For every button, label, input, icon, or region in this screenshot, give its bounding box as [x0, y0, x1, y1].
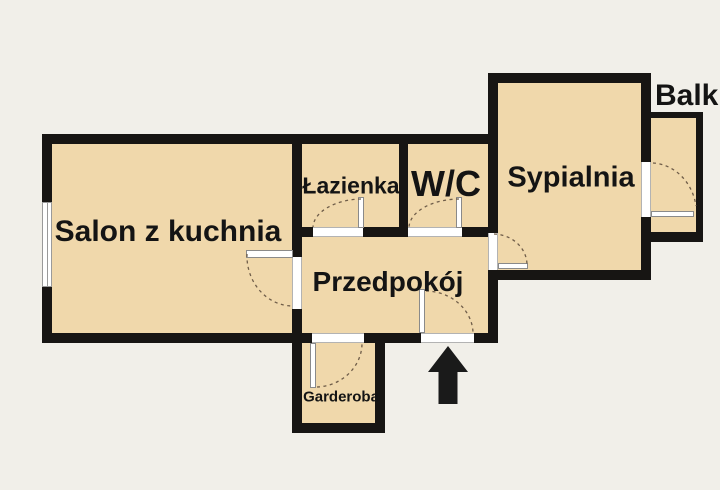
wall-sypialnia-right-lower	[641, 217, 651, 280]
wall-bottom-right	[474, 333, 498, 343]
wall-balkon-right	[696, 112, 703, 242]
wall-salon-przedpokoj-lower	[292, 309, 302, 433]
wall-sypialnia-left-lower	[488, 270, 498, 343]
wall-garderoba-right	[375, 343, 385, 433]
wall-sypialnia-left-upper	[488, 73, 498, 233]
wall-top-main	[42, 134, 498, 144]
room-label-salon: Salon z kuchnia	[54, 215, 282, 248]
wc-door-opening	[408, 227, 462, 237]
wall-sypialnia-right-upper	[641, 73, 651, 162]
wall-balkon-bottom	[651, 232, 703, 242]
room-label-lazienka: Łazienka	[302, 172, 400, 199]
wall-sypialnia-bottom	[488, 270, 651, 280]
wall-sypialnia-top	[488, 73, 651, 83]
garderoba-door-leaf	[310, 343, 316, 388]
wall-left-lower	[42, 287, 52, 343]
wall-wc-bottom-right	[462, 227, 498, 237]
wall-bottom-mid	[364, 333, 421, 343]
salon-door-leaf	[246, 250, 293, 258]
garderoba-door-opening	[312, 333, 364, 343]
wall-lazienka-wc	[399, 134, 408, 237]
entrance-door-leaf	[419, 289, 425, 333]
przedpokoj-sypialnia-door-leaf	[498, 263, 528, 269]
entrance-door-opening	[421, 333, 474, 343]
entrance-arrow-icon	[428, 346, 468, 404]
salon-window	[42, 202, 52, 287]
balkon-door-leaf	[651, 211, 694, 217]
wall-balkon-top	[651, 112, 703, 118]
wall-salon-przedpokoj-upper	[292, 134, 302, 257]
lazienka-door-opening	[313, 227, 363, 237]
room-label-wc: W/C	[411, 163, 481, 204]
wall-left-upper	[42, 134, 52, 202]
salon-przedpokoj-door-opening	[292, 257, 302, 309]
lazienka-door-leaf	[358, 197, 364, 228]
wall-bottom-salon	[42, 333, 312, 343]
wall-lazienka-bottom-left	[302, 227, 313, 237]
przedpokoj-sypialnia-door-opening	[488, 233, 498, 270]
room-label-sypialnia: Sypialnia	[507, 161, 635, 194]
wall-garderoba-bottom	[292, 423, 385, 433]
room-label-przedpokoj: Przedpokój	[312, 266, 464, 297]
wall-lazienka-bottom-mid	[363, 227, 408, 237]
room-label-balkon: Balk	[655, 79, 719, 112]
room-label-garderoba: Garderoba	[303, 388, 379, 406]
sypialnia-balkon-door-opening	[641, 162, 651, 217]
window-mullion	[47, 203, 48, 286]
